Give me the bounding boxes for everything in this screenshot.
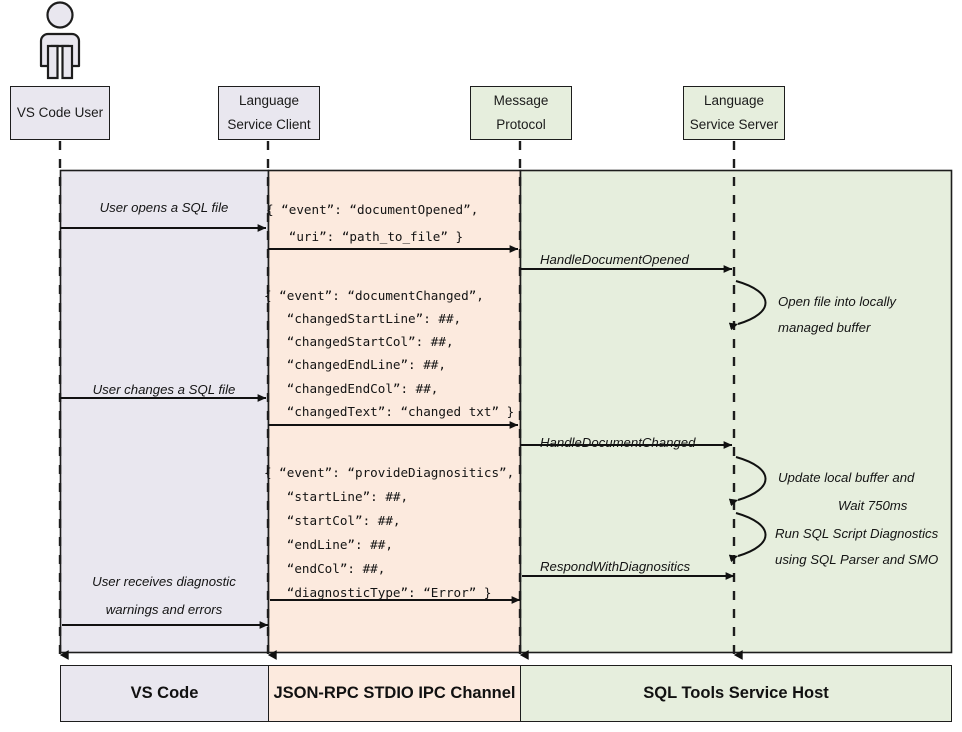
payload-line: “changedEndLine”: ##, (264, 357, 446, 372)
payload-line: “changedText”: “changed txt” } (264, 404, 515, 419)
loop-open-file-into-buffer (728, 280, 767, 331)
payload-line: { “event”: “provideDiagnositics”, (264, 465, 515, 480)
band-vs-code (59, 169, 270, 654)
self-call-label-open-file-line1: Open file into locally (778, 294, 897, 309)
participant-message-protocol[interactable]: Message Protocol (470, 86, 572, 140)
participant-label-line2: Service Server (689, 117, 779, 132)
participant-label-line2: Protocol (496, 117, 546, 132)
band-ipc-channel (267, 169, 522, 654)
payload-line: “changedStartLine”: ##, (264, 311, 462, 326)
participant-label-line1: Message (493, 93, 549, 109)
participant-language-service-server[interactable]: Language Service Server (683, 86, 785, 140)
payload-line: “startCol”: ##, (264, 513, 401, 528)
zone-label: SQL Tools Service Host (643, 684, 829, 702)
message-label-user-receives-diagnostics-line1: User receives diagnostic (92, 574, 236, 589)
payload-line: { “event”: “documentChanged”, (264, 288, 484, 303)
band-service-host (519, 169, 953, 654)
self-call-loops (728, 280, 767, 563)
message-label-user-receives-diagnostics-line2: warnings and errors (105, 602, 223, 617)
payload-line: “endCol”: ##, (264, 561, 386, 576)
message-label-respond-with-diagnositics: RespondWithDiagnositics (540, 559, 691, 574)
message-label-user-opens-sql-file: User opens a SQL file (99, 200, 229, 215)
self-call-label-run-diagnostics-line1: Run SQL Script Diagnostics (775, 526, 939, 541)
participant-label-line1: Language (238, 93, 300, 109)
message-arrows (60, 224, 735, 629)
message-label-handle-document-changed: HandleDocumentChanged (540, 435, 696, 450)
zone-json-rpc-stdio-ipc-channel[interactable]: JSON-RPC STDIO IPC Channel (268, 665, 521, 722)
participant-language-service-client[interactable]: Language Service Client (218, 86, 320, 140)
payload-line: “endLine”: ##, (264, 537, 393, 552)
participant-label-line1: Language (703, 93, 765, 109)
zone-vs-code[interactable]: VS Code (60, 665, 269, 722)
vs-code-user-actor (39, 1, 81, 80)
zone-label: VS Code (130, 684, 199, 702)
payload-line: { “event”: “documentOpened”, (266, 202, 479, 217)
self-call-label-open-file-line2: managed buffer (778, 320, 871, 335)
self-call-label-update-buffer-line2: Wait 750ms (838, 498, 908, 513)
participant-vs-code-user[interactable]: VS Code User (10, 86, 110, 140)
payload-line: “diagnosticType”: “Error” } (264, 585, 492, 600)
loop-update-buffer-and-wait (728, 456, 767, 507)
payload-line: “changedEndCol”: ##, (264, 381, 439, 396)
participant-label-line1: VS Code User (16, 105, 104, 121)
message-label-user-changes-sql-file: User changes a SQL file (92, 382, 236, 397)
self-call-label-run-diagnostics-line2: using SQL Parser and SMO (775, 552, 939, 567)
message-label-handle-document-opened: HandleDocumentOpened (540, 252, 689, 267)
payload-line: “changedStartCol”: ##, (264, 334, 454, 349)
participant-label-line2: Service Client (227, 117, 311, 132)
zone-label: JSON-RPC STDIO IPC Channel (273, 684, 516, 702)
payload-line: “startLine”: ##, (264, 489, 409, 504)
loop-run-sql-script-diagnostics (728, 512, 767, 563)
zone-sql-tools-service-host[interactable]: SQL Tools Service Host (520, 665, 952, 722)
payload-line: “uri”: “path_to_file” } (266, 229, 464, 244)
self-call-label-update-buffer-line1: Update local buffer and (778, 470, 915, 485)
